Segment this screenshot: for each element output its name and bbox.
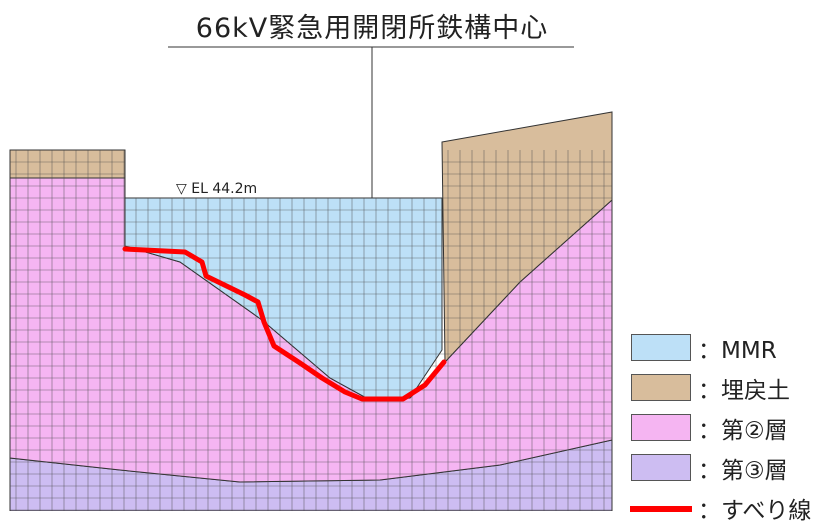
annotations: ▽ EL 44.2m bbox=[122, 46, 574, 402]
backfill-right-region bbox=[441, 111, 613, 364]
legend-swatch-mmr bbox=[631, 334, 691, 361]
legend-item-layer2: ：第②層 bbox=[628, 408, 833, 444]
mmr-region bbox=[124, 197, 443, 401]
fem-mesh-cross-section: ▽ EL 44.2m bbox=[9, 46, 613, 512]
backfill-left-region bbox=[9, 149, 126, 179]
legend: ：MMR ：埋戻土 ：第②層 ：第③層 ：すべり線 bbox=[628, 328, 833, 528]
legend-label-mmr: ：MMR bbox=[698, 338, 777, 364]
legend-item-mmr: ：MMR bbox=[628, 328, 833, 364]
legend-item-layer3: ：第③層 bbox=[628, 448, 833, 484]
legend-swatch-slip-line bbox=[630, 506, 692, 512]
legend-label-backfill: ：埋戻土 bbox=[698, 378, 790, 404]
legend-label-layer2: ：第②層 bbox=[698, 418, 788, 444]
legend-swatch-layer2 bbox=[631, 414, 691, 441]
legend-swatch-layer3 bbox=[631, 454, 691, 481]
slip-line bbox=[122, 246, 447, 402]
legend-swatch-backfill bbox=[631, 374, 691, 401]
diagram-title: 66kV緊急用開閉所鉄構中心 bbox=[195, 13, 549, 44]
legend-label-slip-line: ：すべり線 bbox=[698, 498, 812, 524]
cross-section-diagram: ▽ EL 44.2m 66kV緊急用開閉所鉄構中心 ：MMR ：埋戻土 ：第②層… bbox=[9, 13, 811, 524]
water-level-label: ▽ EL 44.2m bbox=[176, 181, 257, 197]
legend-item-backfill: ：埋戻土 bbox=[628, 368, 833, 404]
legend-item-slip-line: ：すべり線 bbox=[628, 488, 833, 524]
soil-regions bbox=[9, 111, 613, 512]
legend-label-layer3: ：第③層 bbox=[698, 458, 788, 484]
